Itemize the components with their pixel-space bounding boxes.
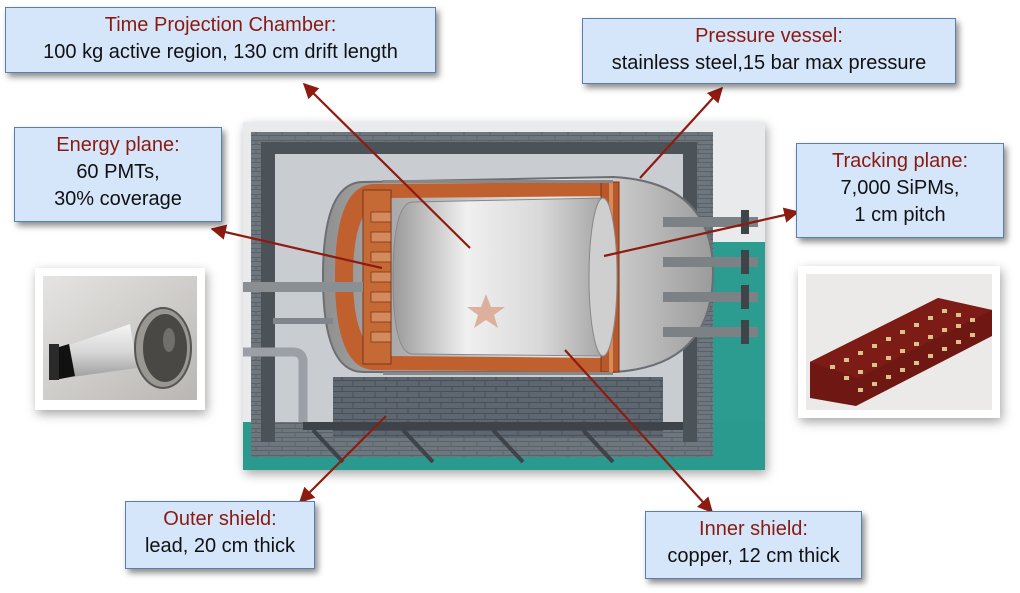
inner-shield-label: Inner shield: copper, 12 cm thick [645,511,862,579]
energy-plane-detail-2: 30% coverage [54,188,182,210]
pmt-photo [43,276,197,400]
outer-shield-detail: lead, 20 cm thick [144,535,296,557]
tpc-detail: 100 kg active region, 130 cm drift lengt… [43,41,398,63]
tracking-plane-detail-2: 1 cm pitch [854,204,946,226]
detector-illustration [243,122,765,470]
pressure-vessel-detail: stainless steel,15 bar max pressure [611,52,927,74]
energy-plane-label: Energy plane: 60 PMTs, 30% coverage [14,127,222,222]
sipm-board-photo [806,274,992,410]
tracking-plane-title: Tracking plane: [832,150,968,172]
inner-shield-title: Inner shield: [699,518,808,540]
pressure-vessel-title: Pressure vessel: [695,25,843,47]
tracking-plane-label: Tracking plane: 7,000 SiPMs, 1 cm pitch [796,143,1004,238]
inner-shield-detail: copper, 12 cm thick [667,545,840,567]
sipm-board-photo-frame [798,266,1000,418]
detector-illustration-frame [243,122,765,470]
tpc-title: Time Projection Chamber: [104,14,337,36]
outer-shield-title: Outer shield: [163,508,277,530]
energy-plane-detail-1: 60 PMTs, [76,161,160,183]
pressure-vessel-label: Pressure vessel: stainless steel,15 bar … [582,18,956,84]
pmt-photo-frame [35,268,205,410]
outer-shield-label: Outer shield: lead, 20 cm thick [125,501,315,569]
tracking-plane-detail-1: 7,000 SiPMs, [840,177,960,199]
tpc-label: Time Projection Chamber: 100 kg active r… [5,7,436,73]
energy-plane-title: Energy plane: [56,134,180,156]
